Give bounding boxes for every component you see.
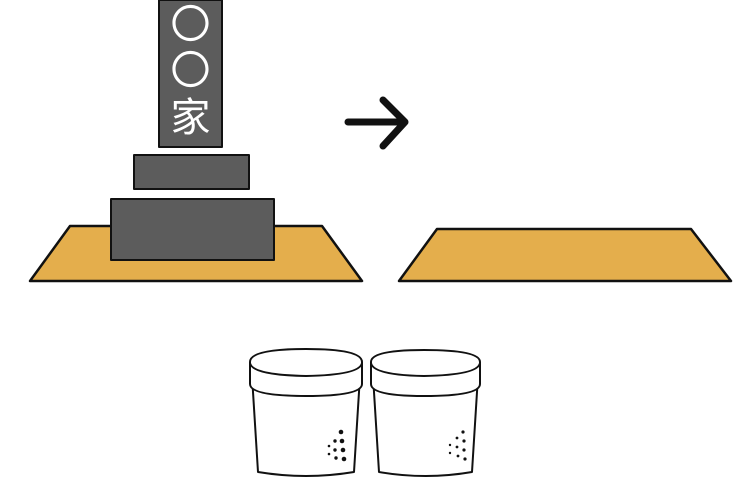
inscription-char-2: 〇	[171, 48, 211, 94]
stone-base-lower	[110, 198, 275, 261]
grave-plot-after	[397, 227, 733, 283]
urn-right	[370, 349, 481, 477]
stone-base-middle	[133, 154, 250, 190]
stone-pillar	[158, 0, 223, 148]
grave-before: 〇 〇 家	[28, 0, 364, 283]
inscription-char-3: 家	[171, 95, 211, 141]
right-arrow-icon	[344, 96, 409, 150]
urn-left	[249, 348, 363, 477]
urn-right-marking	[448, 430, 467, 461]
inscription-char-1: 〇	[171, 2, 211, 48]
urn-left-marking	[327, 429, 347, 462]
